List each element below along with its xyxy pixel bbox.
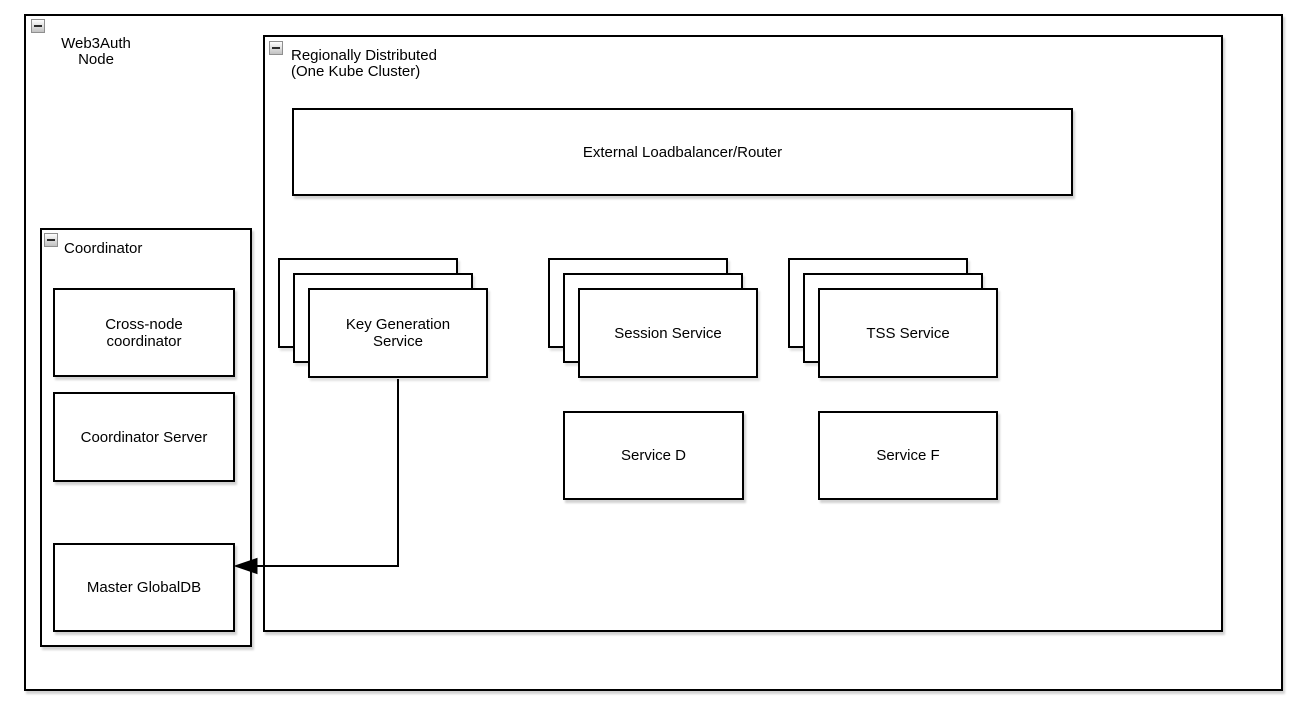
collapse-minus-icon[interactable]	[44, 233, 58, 247]
group-label-regionally-distributed: Regionally Distributed (One Kube Cluster…	[291, 47, 437, 80]
group-label-web3auth-node: Web3Auth Node	[61, 35, 131, 68]
node-master-globaldb[interactable]: Master GlobalDB	[53, 543, 235, 632]
group-label-coordinator: Coordinator	[64, 240, 143, 257]
node-label-tss-service: TSS Service	[866, 324, 950, 342]
node-label-key-generation-service: Key Generation Service	[345, 316, 451, 350]
stack-session-service: Session Service	[548, 258, 760, 380]
node-external-loadbalancer[interactable]: External Loadbalancer/Router	[292, 108, 1073, 196]
minus-icon	[47, 239, 55, 241]
node-label-service-f: Service F	[876, 447, 940, 464]
node-service-f[interactable]: Service F	[818, 411, 998, 500]
node-key-generation-service[interactable]: Key Generation Service	[308, 288, 488, 378]
node-label-master-globaldb: Master GlobalDB	[86, 579, 202, 596]
collapse-minus-icon[interactable]	[269, 41, 283, 55]
node-label-coordinator-server: Coordinator Server	[80, 428, 208, 446]
collapse-minus-icon[interactable]	[31, 19, 45, 33]
node-service-d[interactable]: Service D	[563, 411, 744, 500]
node-label-cross-node-coordinator: Cross-node coordinator	[105, 315, 183, 350]
minus-icon	[272, 47, 280, 49]
node-tss-service[interactable]: TSS Service	[818, 288, 998, 378]
minus-icon	[34, 25, 42, 27]
node-label-session-service: Session Service	[614, 324, 722, 342]
stack-tss-service: TSS Service	[788, 258, 1000, 380]
stack-key-generation-service: Key Generation Service	[278, 258, 490, 380]
node-cross-node-coordinator[interactable]: Cross-node coordinator	[53, 288, 235, 377]
node-label-external-loadbalancer: External Loadbalancer/Router	[582, 143, 783, 161]
node-coordinator-server[interactable]: Coordinator Server	[53, 392, 235, 482]
node-label-service-d: Service D	[620, 447, 687, 464]
node-session-service[interactable]: Session Service	[578, 288, 758, 378]
